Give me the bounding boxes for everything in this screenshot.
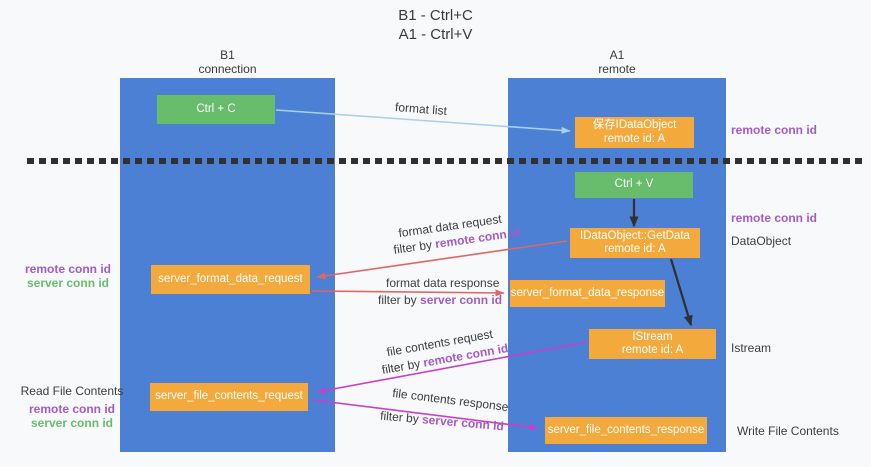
lane-header-a1: A1 remote: [508, 48, 726, 76]
annotation-remote-conn-id-left: remote conn id: [24, 262, 111, 276]
node-format-response-label: server_format_data_response: [510, 286, 665, 299]
edge-label-file-contents-response: file contents response: [391, 385, 510, 415]
node-istream-line1: IStream: [632, 330, 673, 343]
node-file-request-label: server_file_contents_request: [155, 390, 303, 403]
node-getdata-line1: IDataObject::GetData: [580, 229, 690, 242]
annotation-server-conn-id-left: server conn id: [26, 276, 110, 290]
node-getdata-line2: remote id: A: [604, 243, 666, 255]
node-server-format-data-request: server_format_data_request: [151, 265, 310, 294]
node-istream-line2: remote id: A: [621, 344, 684, 356]
annotation-dataobject: DataObject: [731, 234, 792, 248]
annotation-read-file-contents: Read File Contents: [20, 384, 124, 398]
node-istream: IStream remote id: A: [589, 329, 716, 359]
filter-by-text: filter by: [379, 408, 423, 427]
node-server-file-contents-request: server_file_contents_request: [150, 383, 308, 411]
node-format-request-label: server_format_data_request: [158, 272, 303, 285]
node-server-format-data-response: server_format_data_response: [510, 280, 665, 307]
node-ctrl-c-label: Ctrl + C: [196, 102, 236, 115]
node-ctrl-v-label: Ctrl + V: [614, 178, 654, 191]
annotation-read-file-block: Read File Contents remote conn id server…: [16, 384, 128, 430]
annotation-remote-conn-id-top-right: remote conn id: [731, 123, 818, 137]
lane-b1-type: connection: [198, 62, 257, 76]
filter-key-server-conn-id: server conn id: [421, 412, 505, 434]
lane-b1-name: B1: [220, 48, 235, 62]
lane-a1-type: remote: [598, 62, 636, 76]
annotation-istream: Istream: [731, 341, 772, 355]
filter-by-text: filter by: [378, 293, 421, 307]
title-line-2: A1 - Ctrl+V: [398, 26, 473, 43]
node-server-file-contents-response: server_file_contents_response: [545, 417, 707, 444]
edge-label-format-list: format list: [394, 99, 448, 119]
edge-label-format-data-response: format data response: [386, 276, 500, 290]
title-line-1: B1 - Ctrl+C: [398, 7, 473, 24]
annotation-conn-ids-top-left: remote conn id server conn id: [18, 262, 118, 290]
node-ctrl-c: Ctrl + C: [157, 95, 275, 124]
lane-header-b1: B1 connection: [120, 48, 335, 76]
node-file-response-label: server_file_contents_response: [547, 423, 705, 436]
node-save-idataobject: 保存IDataObject remote id: A: [575, 117, 694, 148]
annotation-write-file-contents: Write File Contents: [737, 424, 839, 438]
diagram-title: B1 - Ctrl+C A1 - Ctrl+V: [0, 6, 871, 44]
annotation-remote-conn-id-mid-right: remote conn id: [731, 211, 818, 225]
edge-label-file-contents-response-filter: filter by server conn id: [380, 409, 505, 434]
node-save-idataobject-line1: 保存IDataObject: [592, 119, 677, 131]
edge-label-format-data-response-filter: filter by server conn id: [378, 293, 502, 307]
annotation-server-conn-id-bottom-left: server conn id: [30, 416, 114, 430]
node-idataobject-getdata: IDataObject::GetData remote id: A: [570, 228, 700, 258]
annotation-remote-conn-id-bottom-left: remote conn id: [28, 402, 115, 416]
filter-key-server-conn-id: server conn id: [420, 293, 503, 307]
node-save-idataobject-line2: remote id: A: [603, 132, 666, 145]
lane-a1-name: A1: [609, 48, 625, 62]
node-ctrl-v: Ctrl + V: [575, 172, 693, 198]
